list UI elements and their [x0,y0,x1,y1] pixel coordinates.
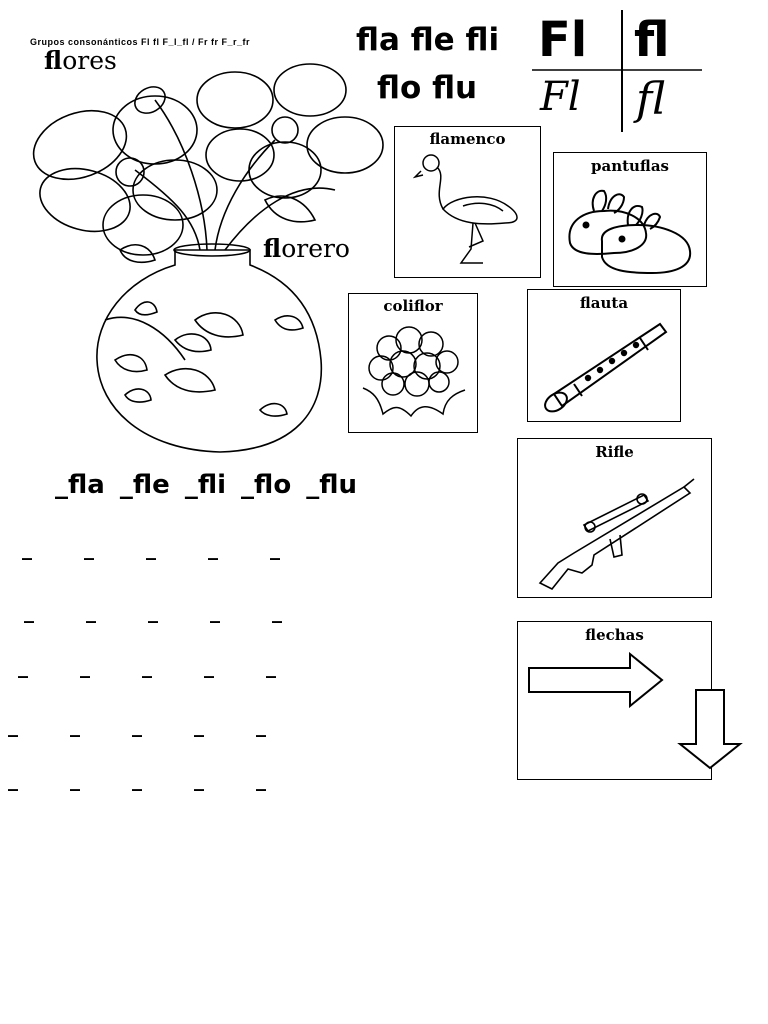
blank: _ [272,599,282,623]
arrows-icon [528,652,743,770]
rifle-icon [538,478,695,591]
card-coliflor: coliflor [348,293,478,433]
letters-lower-print: fl [634,12,670,68]
blank: _ [146,536,156,560]
word-florero-rest: orero [281,234,350,263]
blank: _ [70,767,80,791]
blank-row-4: _ _ _ _ _ [8,713,318,737]
card-flauta: flauta [527,289,681,422]
card-rifle: Rifle [517,438,712,598]
card-coliflor-title: coliflor [383,297,443,315]
word-flores: flores [44,46,117,75]
blank: _ [208,536,218,560]
blank: _ [80,654,90,678]
blank-row-5: _ _ _ _ _ [8,767,318,791]
blank-row-3: _ _ _ _ _ [18,654,328,678]
syllables-line-2: flo flu [377,70,478,106]
blank: _ [24,599,34,623]
blank-row-1: _ _ _ _ _ [22,536,332,560]
syllables-line-1: fla fle fli [356,22,500,58]
blank: _ [86,599,96,623]
card-flauta-title: flauta [579,294,629,312]
letters-box: Fl fl Fl fl [532,10,702,132]
cauliflower-icon [362,326,466,418]
blank: _ [194,713,204,737]
blank: _ [70,713,80,737]
letters-lower-cursive: fl [636,74,666,125]
blank: _ [8,713,18,737]
card-flechas-title: flechas [585,626,644,644]
word-florero: florero [263,234,350,263]
word-flores-prefix: fl [44,46,63,75]
letters-grid [532,10,702,132]
word-florero-prefix: fl [263,234,282,263]
blank: _ [132,713,142,737]
blank: _ [22,536,32,560]
blank-row-2: _ _ _ _ _ [24,599,334,623]
blank: _ [194,767,204,791]
blank: _ [210,599,220,623]
word-flores-rest: ores [62,46,117,75]
blank: _ [132,767,142,791]
card-pantuflas-title: pantuflas [590,157,670,175]
blank: _ [8,767,18,791]
card-flechas: flechas [517,621,712,780]
card-rifle-title: Rifle [595,443,634,461]
blank: _ [18,654,28,678]
arrow-right-icon [528,652,664,709]
blank: _ [256,767,266,791]
card-pantuflas: pantuflas [553,152,707,287]
arrow-down-icon [677,689,743,770]
letters-upper-cursive: Fl [540,74,581,120]
header-note: Grupos consonánticos Fl fl F_l_fl / Fr f… [30,37,251,47]
blank: _ [270,536,280,560]
blank: _ [148,599,158,623]
card-flamenco-title: flamenco [429,130,506,148]
slippers-icon [568,189,692,275]
blank: _ [84,536,94,560]
letters-upper-print: Fl [538,12,588,68]
flamingo-icon [413,154,518,264]
blank: _ [266,654,276,678]
syllable-practice-row: _fla _fle _fli _flo _flu [55,470,358,500]
blank: _ [256,713,266,737]
flute-icon [544,322,668,413]
flower-vase-illustration [32,63,384,453]
blank: _ [204,654,214,678]
card-flamenco: flamenco [394,126,541,278]
blank: _ [142,654,152,678]
